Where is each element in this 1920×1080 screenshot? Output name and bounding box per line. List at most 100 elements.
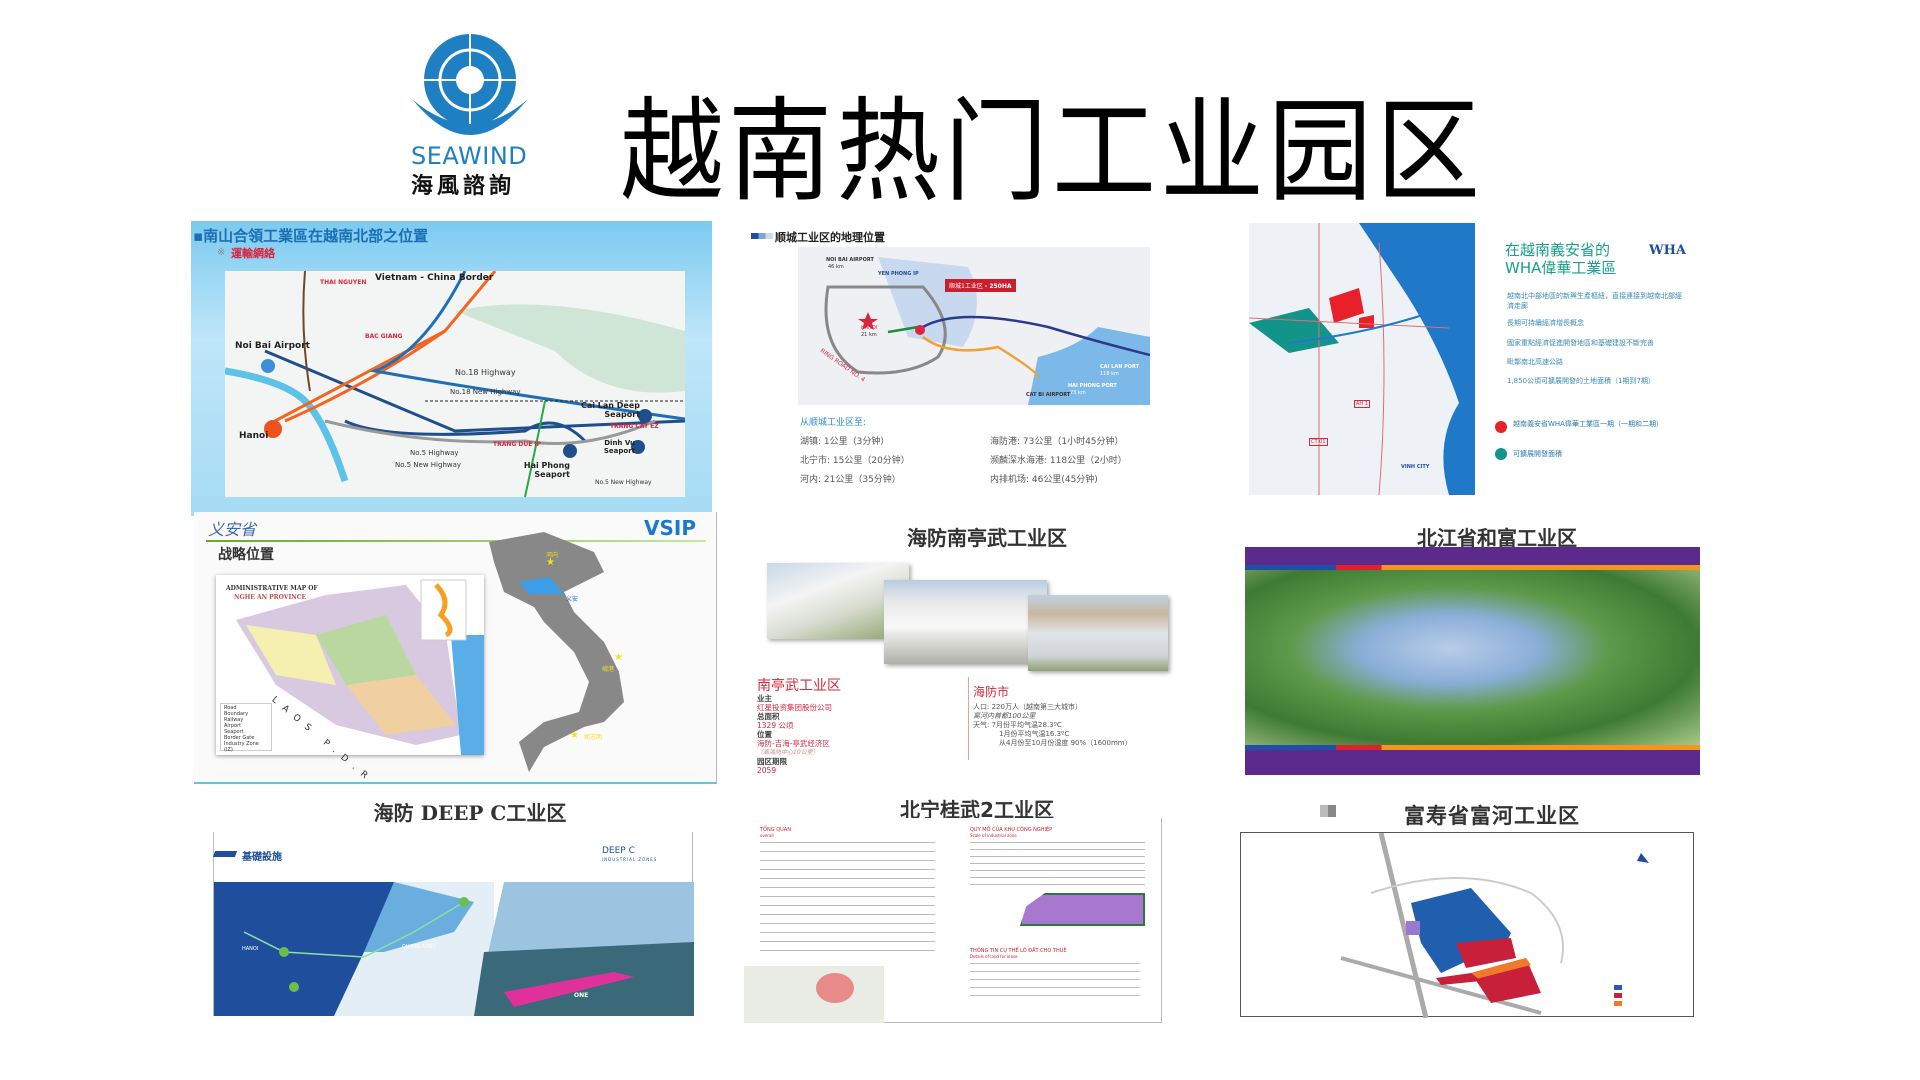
label-noi-bai-airport: Noi Bai Airport bbox=[235, 341, 310, 351]
city-nghe-an: 义安 bbox=[566, 596, 579, 603]
panel1-title: ▪南山合領工業區在越南北部之位置 bbox=[193, 227, 429, 245]
distance-item: 湖镇: 1公里（3分钟） bbox=[800, 437, 890, 447]
overview-subheading: overall bbox=[760, 833, 774, 838]
seawind-logo: SEAWIND 海風諮詢 bbox=[405, 30, 535, 200]
thuan-thanh-map-drawing bbox=[824, 257, 1151, 405]
label-no5-new-highway-east: No.5 New Highway bbox=[595, 479, 652, 486]
label-hanoi-distance: 21 km bbox=[861, 332, 877, 338]
panel1-subtitle-mark: ※ bbox=[217, 247, 226, 258]
city-humidity: 从4月份至10月份湿度 90%（1600mm） bbox=[999, 739, 1132, 747]
callout-thuan-thanh-1: 顺城1工业区 - 250HA bbox=[945, 279, 1016, 292]
deep-c-logo: DEEP C bbox=[602, 846, 635, 856]
legend-dot-phase1 bbox=[1495, 421, 1507, 433]
wha-title-line2: WHA偉華工業區 bbox=[1505, 259, 1617, 277]
heading-squares-icon bbox=[1320, 805, 1336, 817]
label-vietnam-china-border: Vietnam - China Border bbox=[375, 273, 494, 283]
legend-road: Road bbox=[224, 705, 237, 711]
star-hcmc-icon: ★ bbox=[570, 730, 579, 741]
label-trang-cat-ez: TRANG CAT EZ bbox=[610, 423, 659, 430]
heading-hoa-phu: 北江省和富工业区 bbox=[1417, 526, 1577, 550]
city-danang: 岘港 bbox=[602, 666, 615, 673]
city-divider bbox=[968, 677, 969, 760]
wha-bullet: 長期可持續經濟增長概念 bbox=[1507, 319, 1584, 327]
label-quang-ninh: QUANG NINH bbox=[402, 944, 435, 950]
label-noi-bai-distance: 46 km bbox=[828, 264, 844, 270]
label-hanoi: HANOI bbox=[861, 325, 878, 331]
fact-owner-value: 红星投资集团股份公司 bbox=[757, 703, 832, 712]
phu-ha-plan-drawing bbox=[1340, 832, 1649, 1019]
label-yen-phong-ip: YEN PHONG IP bbox=[878, 271, 919, 277]
page-title: 越南热门工业园区 bbox=[620, 85, 1485, 218]
scale-text-lines bbox=[970, 842, 1145, 887]
label-cai-lan-distance: 118 km bbox=[1100, 371, 1119, 377]
city-weather-july: 天气: 7月份平均气温28.3ºC bbox=[973, 721, 1062, 729]
label-cai-lan-deep-seaport: Cai Lan Deep Seaport bbox=[581, 401, 640, 419]
fact-location-note: （离海防中心10公里） bbox=[757, 749, 819, 756]
distance-item: 河内: 21公里（35分钟） bbox=[800, 475, 901, 485]
wha-logo: WHA bbox=[1649, 243, 1686, 258]
fact-area-label: 总面积 bbox=[757, 712, 780, 721]
wha-map-drawing bbox=[1249, 223, 1475, 495]
park-facts: 业主 红星投资集团股份公司 总面积 1329 公顷 位置 海防-吉海-亭武经济区… bbox=[757, 694, 832, 775]
heading-nam-dinh-vu: 海防南亭武工业区 bbox=[907, 526, 1067, 550]
city-name: 海防市 bbox=[973, 685, 1010, 699]
legend-railway: Railway bbox=[224, 717, 244, 723]
section-marker-icon bbox=[212, 851, 238, 857]
logo-text-zh: 海風諮詢 bbox=[411, 174, 516, 199]
distance-item: 北宁市: 15公里（20分钟） bbox=[800, 456, 910, 466]
label-dinh-vu-seaport: Dinh Vu Seaport bbox=[603, 439, 635, 455]
park-name: 南亭武工业区 bbox=[757, 678, 841, 694]
scale-heading: QUY MÔ CỦA KHU CÔNG NGHIỆP bbox=[970, 827, 1053, 833]
panel-vsip-nghe-an: 义安省 VSIP 战略位置 ADMINISTRATIVE MAP OF NGHE… bbox=[194, 512, 717, 784]
label-cai-lan-port: CAI LAN PORT bbox=[1100, 364, 1140, 370]
aerial-image bbox=[1245, 570, 1700, 745]
fact-location-value: 海防-吉海-亭武经济区 bbox=[757, 739, 830, 748]
city-hanoi: 河内 bbox=[546, 552, 559, 559]
plot-plan bbox=[1020, 893, 1145, 926]
fact-term-label: 园区期限 bbox=[757, 757, 787, 766]
overview-heading: TỔNG QUAN bbox=[760, 827, 791, 833]
callout-area: - 250HA bbox=[984, 283, 1012, 290]
wha-bullet: 毗鄰南北高速公路 bbox=[1507, 358, 1563, 366]
label-bac-giang: BAC GIANG bbox=[365, 333, 403, 340]
legend-seaport: Seaport bbox=[224, 729, 244, 735]
lease-text-lines bbox=[970, 963, 1140, 1003]
strategic-location-label: 战略位置 bbox=[218, 547, 274, 563]
label-one-ship: ONE bbox=[574, 992, 589, 999]
seawind-emblem-icon bbox=[413, 34, 527, 135]
label-hai-phong-seaport: Hai Phong Seaport bbox=[523, 461, 570, 479]
hoa-phu-render bbox=[1245, 547, 1700, 775]
vietnam-silhouette bbox=[489, 532, 624, 772]
city-info: 人口: 220万人（越南第三大城市） 离河内首都100公里 天气: 7月份平均气… bbox=[973, 703, 1132, 748]
label-noi-bai-airport: NOI BAI AIRPORT bbox=[826, 257, 874, 263]
transport-map-drawing bbox=[224, 270, 686, 498]
fact-location-label: 位置 bbox=[757, 730, 772, 739]
city-weather-jan: 1月份平均气温16.3ºC bbox=[999, 730, 1070, 738]
label-no18-highway: No.18 Highway bbox=[455, 368, 516, 377]
wha-bullet: 越南北中部地區的新興生產樞紐，直接連接到越南北部經濟走廊 bbox=[1507, 292, 1682, 310]
label-no5-highway: No.5 Highway bbox=[410, 449, 459, 457]
section-title: 基礎設施 bbox=[242, 852, 282, 863]
panel-nam-son-hap-linh-map: ▪南山合領工業區在越南北部之位置 ※ 運輸網絡 Vietnam - China … bbox=[191, 221, 712, 516]
header-divider bbox=[206, 540, 706, 542]
nghe-an-admin-map: ADMINISTRATIVE MAP OF NGHE AN PROVINCE R… bbox=[216, 575, 484, 782]
province-name: 义安省 bbox=[208, 520, 257, 539]
logo-text-en: SEAWIND bbox=[411, 142, 528, 170]
phu-ha-plan bbox=[1240, 832, 1694, 1019]
lease-heading: THÔNG TIN CỤ THỂ LÔ ĐẤT CHO THUÊ bbox=[970, 948, 1067, 954]
photo-factory-3 bbox=[1028, 595, 1168, 671]
distances-label: 从顺城工业区至: bbox=[800, 418, 867, 428]
label-hanoi: HANOI bbox=[242, 946, 259, 952]
label-no5-new-highway: No.5 New Highway bbox=[395, 461, 462, 469]
heading-phu-ha: 富寿省富河工业区 bbox=[1404, 804, 1580, 828]
star-hanoi-icon: ★ bbox=[546, 557, 555, 568]
label-vinh-city: VINH CITY bbox=[1401, 464, 1430, 470]
map-title-line2: NGHE AN PROVINCE bbox=[234, 594, 307, 601]
overview-text-lines bbox=[760, 842, 935, 957]
distance-item: 海防港: 73公里（1小时45分钟） bbox=[990, 437, 1124, 447]
fact-owner-label: 业主 bbox=[757, 694, 772, 703]
city-hcmc: 胡志明 bbox=[584, 734, 603, 741]
regional-map-highlight bbox=[816, 973, 854, 1003]
legend-industry-zone: Industry Zone (IZ) bbox=[224, 741, 259, 753]
label-cat-bi-airport: CAT BI AIRPORT bbox=[1026, 392, 1071, 398]
